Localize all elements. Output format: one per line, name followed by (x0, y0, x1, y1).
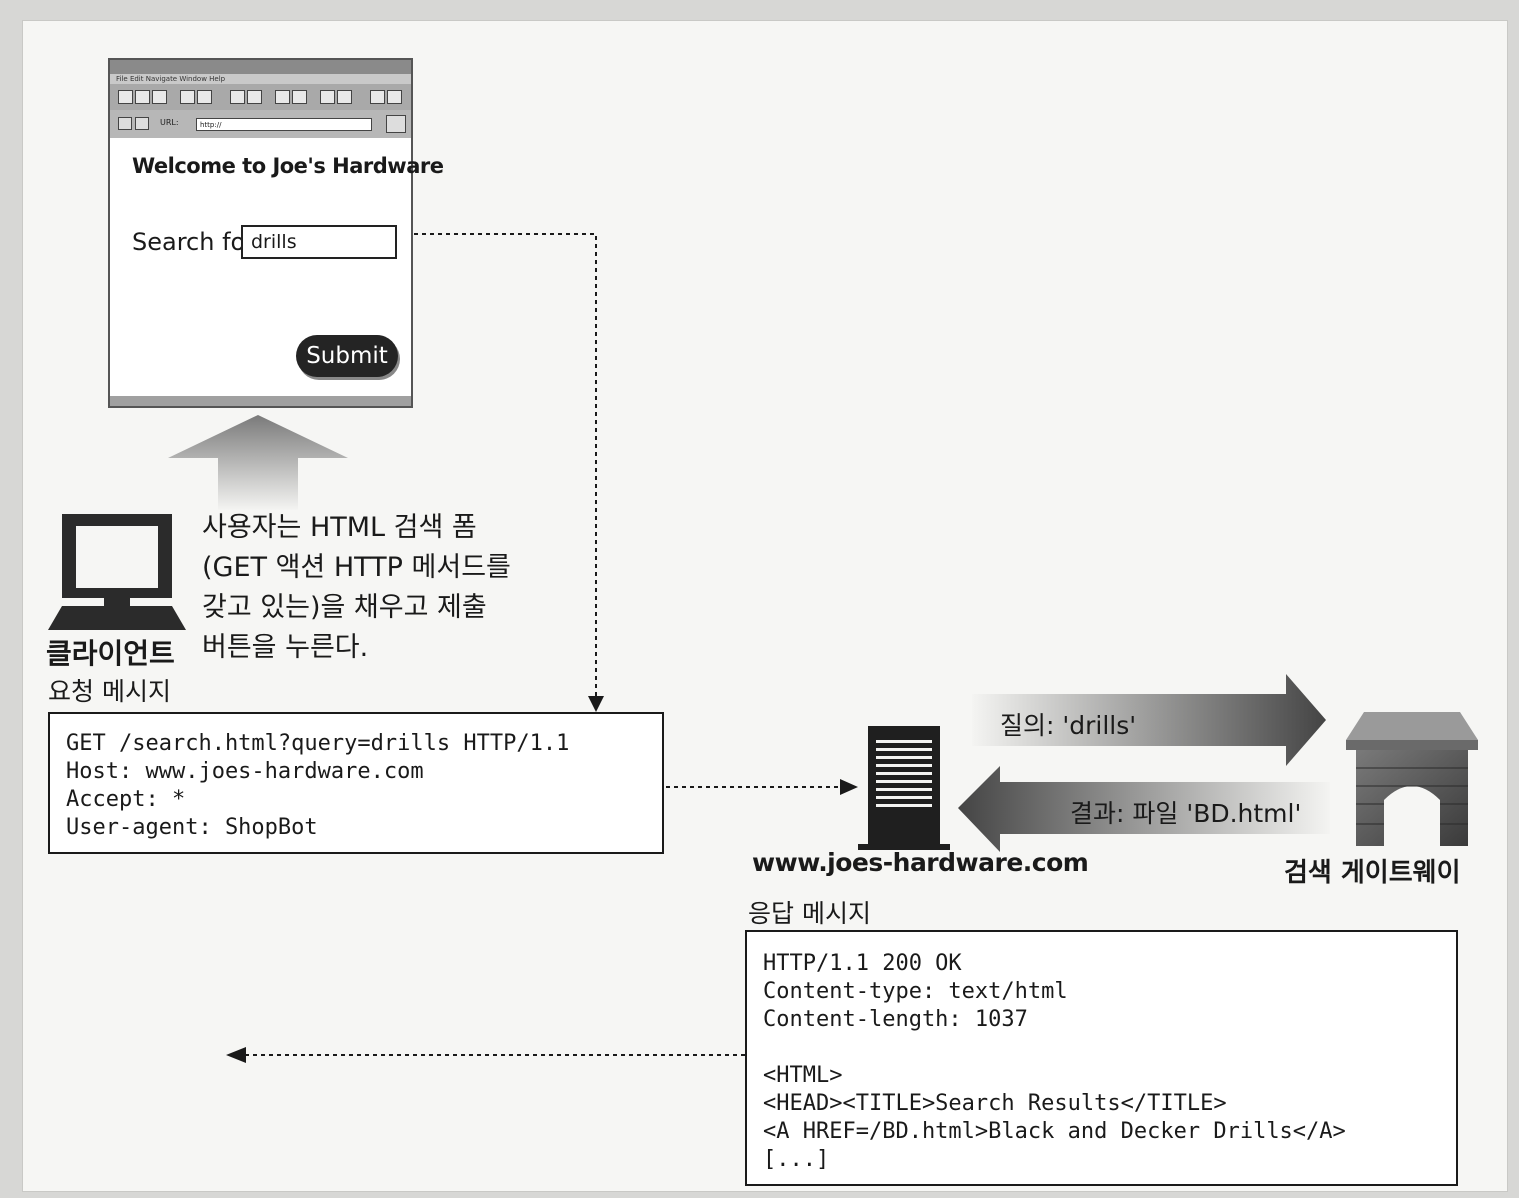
toolbar-button[interactable] (180, 90, 195, 104)
forward-button[interactable] (135, 117, 149, 130)
response-to-client-arrowhead (226, 1047, 246, 1063)
gateway-icon (1346, 712, 1478, 846)
toolbar-button[interactable] (152, 90, 167, 104)
response-line: [...] (763, 1147, 830, 1172)
response-line: ​ (763, 1034, 1456, 1062)
request-to-server-arrowhead (840, 779, 858, 795)
request-title: 요청 메시지 (48, 677, 171, 706)
toolbar-button[interactable] (118, 90, 133, 104)
response-line: Content-type: text/html (763, 979, 1068, 1004)
toolbar-button[interactable] (275, 90, 290, 104)
request-line: Host: www.joes-hardware.com (66, 759, 424, 784)
server-icon (858, 726, 950, 850)
browser-urlbar: URL: http:// (110, 110, 411, 138)
toolbar-button[interactable] (337, 90, 352, 104)
browser-window: File Edit Navigate Window Help URL: http… (108, 58, 444, 408)
toolbar-button[interactable] (320, 90, 335, 104)
response-title: 응답 메시지 (748, 899, 871, 928)
back-button[interactable] (118, 117, 132, 130)
reload-icon[interactable] (386, 115, 406, 133)
page-heading: Welcome to Joe's Hardware (132, 154, 444, 178)
browser-statusbar (110, 396, 411, 406)
browser-menubar[interactable]: File Edit Navigate Window Help (110, 74, 411, 84)
response-message-box: HTTP/1.1 200 OK Content-type: text/html … (745, 930, 1458, 1186)
query-label: 질의: 'drills' (1000, 711, 1137, 740)
search-input[interactable]: drills (241, 225, 397, 259)
client-caption: 사용자는 HTML 검색 폼 (GET 액션 HTTP 메서드를 갖고 있는)을… (202, 508, 511, 668)
url-input[interactable]: http:// (196, 118, 372, 131)
response-line: <A HREF=/BD.html>Black and Decker Drills… (763, 1119, 1346, 1144)
browser-toolbar (110, 84, 411, 110)
search-label: Search for (132, 228, 256, 256)
upload-arrow (168, 415, 348, 510)
toolbar-button[interactable] (292, 90, 307, 104)
request-line: GET /search.html?query=drills HTTP/1.1 (66, 731, 570, 756)
caption-line: 사용자는 HTML 검색 폼 (202, 512, 477, 543)
form-to-request-arrowhead (588, 696, 604, 712)
toolbar-button[interactable] (247, 90, 262, 104)
response-line: <HEAD><TITLE>Search Results</TITLE> (763, 1091, 1227, 1116)
toolbar-button[interactable] (135, 90, 150, 104)
response-line: HTTP/1.1 200 OK (763, 951, 962, 976)
response-line: Content-length: 1037 (763, 1007, 1028, 1032)
toolbar-button[interactable] (197, 90, 212, 104)
caption-line: 버튼을 누른다. (202, 632, 369, 663)
server-label: www.joes-hardware.com (752, 848, 1089, 877)
client-label: 클라이언트 (46, 637, 175, 670)
url-label: URL: (160, 118, 179, 127)
submit-button[interactable]: Submit (296, 335, 398, 377)
response-line: <HTML> (763, 1063, 843, 1088)
caption-line: 갖고 있는)을 채우고 제출 (202, 592, 487, 623)
query-arrow (972, 674, 1326, 766)
request-line: User-agent: ShopBot (66, 815, 318, 840)
client-computer-icon (48, 514, 186, 630)
request-message-box: GET /search.html?query=drills HTTP/1.1 H… (48, 712, 664, 854)
gateway-label: 검색 게이트웨이 (1284, 858, 1461, 888)
result-arrow (958, 766, 1330, 852)
toolbar-button[interactable] (370, 90, 385, 104)
result-label: 결과: 파일 'BD.html' (1070, 799, 1302, 828)
caption-line: (GET 액션 HTTP 메서드를 (202, 552, 511, 583)
toolbar-button[interactable] (230, 90, 245, 104)
browser-titlebar (110, 60, 411, 74)
toolbar-button[interactable] (387, 90, 402, 104)
request-line: Accept: * (66, 787, 186, 812)
